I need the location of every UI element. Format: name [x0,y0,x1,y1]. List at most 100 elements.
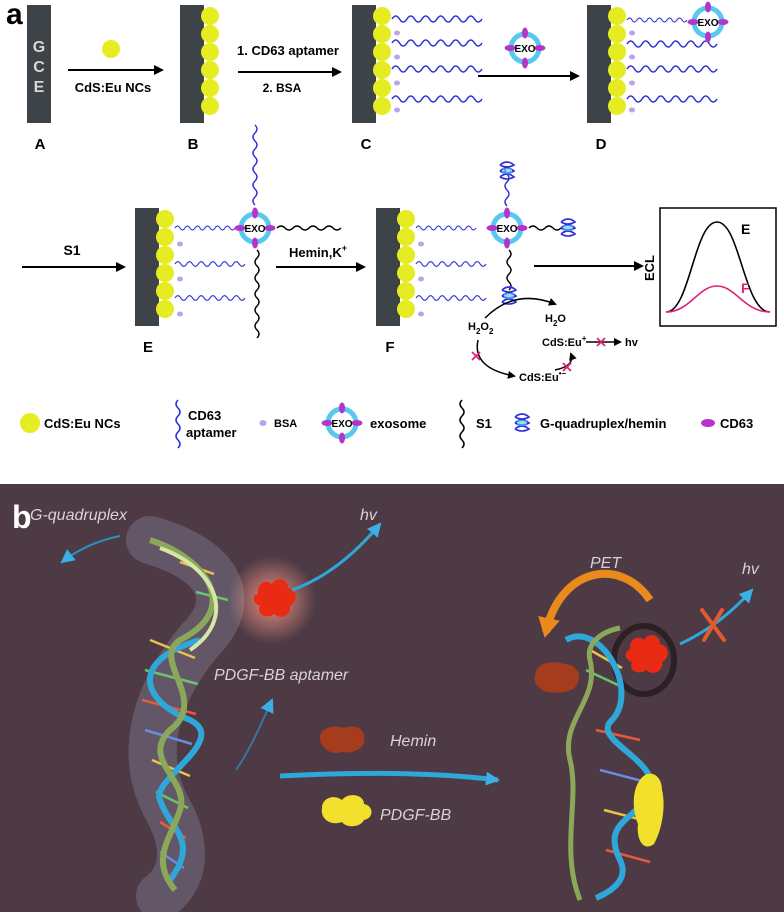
legend-gq-icon [514,413,530,432]
cd63-aptamer [391,65,483,73]
dna-backbone-light [159,546,218,652]
pdgf-aptamer-arrow [235,698,274,771]
legend-s1-icon [459,399,465,449]
hemin-excited [625,635,668,673]
arrow-b-c-label-1: 1. CD63 aptamer [237,43,339,58]
cd63-aptamer [415,294,487,302]
ecl-curve-f [665,285,771,313]
g-quadruplex-label: G-quadruplex [30,507,128,524]
hv-left-label: hv [360,507,378,524]
arrow-s1-label: S1 [63,242,80,258]
nanocrystal-stack [156,210,174,318]
panel-a-letter: a [6,0,23,31]
legend-gq-label: G-quadruplex/hemin [540,416,666,431]
s1-strand [528,225,562,231]
cross-marks [471,337,606,372]
legend-s1-label: S1 [476,416,492,431]
electrode [352,5,376,123]
s1-strand [254,249,260,339]
electrode [135,208,159,326]
ecl-label-e: E [741,221,750,237]
cd63-aptamer [415,225,477,231]
legend-aptamer-label-2: aptamer [186,425,237,440]
panel-b-background [0,484,784,912]
electrode [180,5,204,123]
stage-label-e: E [143,339,153,356]
s1-strand [276,225,342,231]
electrode [27,5,51,123]
hv-right-label: hv [742,561,760,578]
hv-right-cross [700,608,726,642]
stage-b: B [180,5,219,153]
hv-right-arrow [679,588,754,646]
hemin-bound [534,662,580,693]
dna-backbone-green [149,537,216,892]
legend-bsa-icon [259,420,267,426]
exo-label: EXO [697,18,718,29]
cd63-aptamer [174,294,246,302]
stage-label-a: A [35,136,46,153]
cd63-aptamer [626,17,688,23]
stage-label-d: D [596,136,607,153]
hv-label: hv [625,337,639,349]
legend: CdS:Eu NCs CD63 aptamer BSA EXO exosome … [20,399,753,449]
pdgf-bb-bound [633,773,664,847]
h2o2-label: H2O2 [468,321,494,336]
cd63-aptamer [415,260,487,268]
reaction-cycle: H2O2 H2O CdS:Eu+ CdS:Eu•− hv [468,297,639,384]
cd63-aptamer [626,95,718,103]
s1-strand [506,249,512,291]
cd63-aptamer [391,39,483,47]
dna-helix-left [141,537,229,892]
cds-nc-icon [102,40,120,58]
pdgf-bb-label: PDGF-BB [380,807,451,824]
electrode-letter-e: E [34,79,45,96]
pdgf-aptamer-label: PDGF-BB aptamer [214,667,349,684]
electrode [587,5,611,123]
ecl-plot: ECL E F [642,207,777,327]
pet-label: PET [590,555,622,572]
cds-eu-minus-label: CdS:Eu•− [519,369,567,384]
legend-aptamer-label-1: CD63 [188,408,221,423]
g-quadruplex-icon [499,161,515,180]
panel-b-letter: b [12,499,32,535]
arrow-a-b-label: CdS:Eu NCs [75,80,152,95]
cd63-aptamer [174,260,246,268]
pet-arrow [538,569,654,638]
hemin-blob [253,579,296,617]
legend-exo-icon-text: EXO [331,419,352,430]
dna-backbone-blue [147,637,205,882]
stage-f: EXO F [376,161,576,356]
ecl-label-f: F [741,280,750,296]
nanocrystal-stack [608,7,626,115]
cycle-arc [554,352,577,371]
bsa-dots [394,30,400,113]
legend-nc-icon [20,413,40,433]
electrode-letter-g: G [33,39,45,56]
nanocrystal-stack [201,7,219,115]
exo-label: EXO [496,224,517,235]
nanocrystal-stack [397,210,415,318]
bsa-dots [629,30,635,113]
stage-a: G C E A [27,5,51,153]
ecl-frame [659,207,777,327]
panel-a: a G C E A CdS:Eu NCs B 1. CD63 aptamer 2… [6,0,777,449]
stage-d: EXO D [587,2,729,153]
hemin-label: Hemin [390,733,436,750]
electrode [376,208,400,326]
arrow-hemin-label: Hemin,K+ [289,243,347,260]
cycle-arc [476,339,516,379]
legend-bsa-label: BSA [274,418,297,430]
dna-complex-right [534,623,677,901]
stage-label-c: C [361,136,372,153]
legend-aptamer-icon [175,399,181,449]
cd63-aptamer [391,95,483,103]
arrow-h2o2-to-h2o [484,297,557,319]
stage-c: C [352,5,483,153]
stage-label-b: B [188,136,199,153]
bsa-dots [177,241,183,317]
legend-cd63-label: CD63 [720,416,753,431]
arrow-b-c-label-2: 2. BSA [263,81,302,95]
